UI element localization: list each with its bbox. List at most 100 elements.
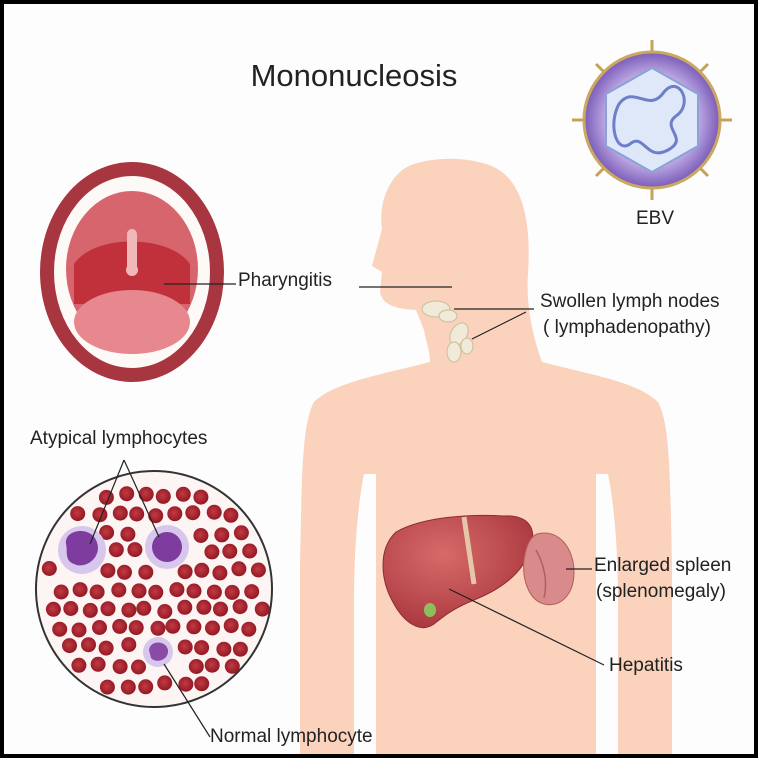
red-blood-cell [224,584,240,600]
red-blood-cell [98,640,114,656]
diagram-title: Mononucleosis [250,58,458,93]
lymph-leader-bottom [471,311,527,340]
atypical-leader-right [123,459,160,538]
red-blood-cell [193,489,209,505]
red-blood-cell [204,544,220,560]
red-blood-cell [112,505,128,521]
red-blood-cell [112,618,128,634]
red-blood-cell [131,659,146,675]
lymph-nodes [421,300,474,363]
liver [382,514,534,629]
atypical-lymphocyte [145,525,189,569]
red-blood-cell [62,638,77,654]
red-blood-cell [186,619,202,635]
red-blood-cell [155,488,171,504]
red-blood-cell [177,639,193,655]
red-blood-cell [120,526,136,542]
hepatitis-leader [448,588,605,666]
spleen-label-line1: Enlarged spleen [594,555,732,576]
red-blood-cell [138,564,154,580]
red-blood-cell [216,641,232,657]
body-silhouette [300,158,672,754]
red-blood-cell [250,562,266,578]
leader-lines [89,283,605,738]
virus-label: EBV [636,208,675,229]
red-blood-cell [148,584,164,600]
normal-leader [163,663,211,738]
red-blood-cell [194,676,210,692]
red-blood-cell [45,601,61,617]
red-blood-cell [177,599,193,615]
red-blood-cell [193,528,209,543]
red-blood-cell [100,563,116,579]
red-blood-cell [127,542,143,558]
red-blood-cell [212,565,228,581]
normal-lymphocyte [143,637,173,667]
hepatitis-label: Hepatitis [609,655,683,676]
normal-lymphocyte-label: Normal lymphocyte [210,726,373,747]
lymph-nodes-label-line2: ( lymphadenopathy) [543,317,711,338]
red-blood-cell [82,602,98,618]
red-blood-cell [175,486,191,502]
red-blood-cell [99,679,115,695]
red-blood-cell [157,604,173,619]
red-blood-cell [178,676,194,692]
red-blood-cell [204,657,220,673]
red-blood-cell [232,641,248,657]
red-blood-cell [148,508,164,524]
red-blood-cell [138,679,154,695]
red-blood-cell [131,583,147,599]
red-blood-cell [70,506,86,522]
red-blood-cell [99,525,115,540]
red-blood-cell [205,620,220,636]
spleen-label-line2: (splenomegaly) [596,581,726,602]
red-blood-cell [90,656,106,672]
red-blood-cell [165,618,181,634]
red-blood-cell [222,543,238,559]
red-blood-cell [169,582,185,598]
red-blood-cell [138,486,154,502]
spleen [523,532,575,606]
red-blood-cell [71,657,87,673]
red-blood-cell [206,504,222,520]
red-blood-cell [89,584,105,600]
red-blood-cell [188,659,204,674]
red-blood-cell [150,620,166,636]
red-blood-cell [112,659,128,675]
red-blood-cell [241,621,257,637]
atypical-leader-left [89,459,125,545]
red-blood-cell [167,506,183,522]
open-mouth [40,162,224,382]
red-blood-cell [92,620,107,635]
lymph-nodes-label-line1: Swollen lymph nodes [540,291,720,312]
red-blood-cell [233,525,249,541]
red-blood-cell [41,561,57,576]
red-blood-cell [63,601,79,616]
red-blood-cell [194,640,210,656]
atypical-lymphocyte [58,526,106,574]
illustration [35,40,732,754]
red-blood-cell [223,507,239,523]
red-blood-cell [223,618,239,634]
red-blood-cell [52,621,68,637]
red-blood-cell [108,542,124,558]
red-blood-cell [157,675,173,691]
red-blood-cell [244,584,260,600]
red-blood-cell [72,582,88,598]
red-blood-cell [186,583,202,599]
red-blood-cell [119,486,135,502]
red-blood-cell [185,505,201,521]
atypical-lymphocytes-label: Atypical lymphocytes [30,428,208,449]
red-blood-cell [111,582,127,598]
red-blood-cell [231,561,247,577]
red-blood-cell [53,584,69,600]
red-blood-cell [128,620,144,636]
red-blood-cell [117,564,132,580]
red-blood-cell [254,601,270,617]
red-blood-cell [196,599,212,615]
red-blood-cell [136,600,152,616]
pharyngitis-label: Pharyngitis [238,270,332,291]
red-blood-cell [129,506,145,522]
red-blood-cell [206,584,222,600]
